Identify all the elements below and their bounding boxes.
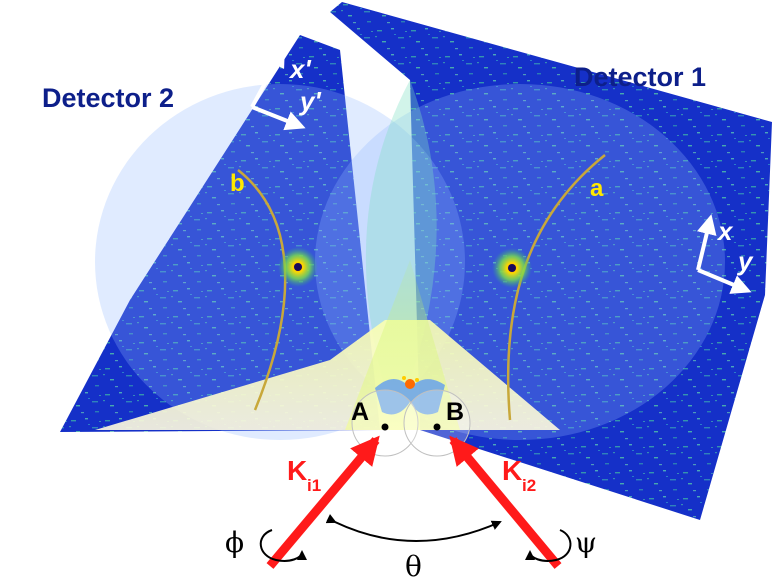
sample-butterfly	[375, 376, 445, 415]
beam-ki1-subscript: i1	[307, 476, 321, 495]
axes-detector-1	[696, 214, 752, 294]
beam-ki2-subscript: i2	[522, 476, 536, 495]
theta-arc-arrow	[325, 514, 502, 542]
detector-2-label: Detector 2	[42, 83, 174, 113]
point-a-label: A	[351, 398, 369, 426]
beam-ki1	[266, 435, 380, 569]
point-a-dot	[381, 423, 389, 431]
axis-y-label: y	[736, 246, 754, 276]
axis-x-label: x	[716, 216, 734, 246]
ring-a-label: a	[590, 175, 604, 202]
detector-2-plane	[60, 35, 380, 432]
axis-y-prime-label: y'	[298, 86, 321, 116]
beam-ki2-label: K	[502, 455, 522, 486]
point-b-dot	[433, 423, 441, 431]
ring-b-label: b	[230, 170, 245, 197]
axis-x-prime-label: x'	[288, 54, 311, 84]
psi-rotation-arrow	[525, 529, 572, 562]
psi-label: ψ	[575, 526, 597, 559]
point-b-label: B	[446, 398, 464, 426]
phi-label: ϕ	[225, 526, 244, 559]
diffraction-spot-right-center	[508, 264, 516, 272]
beam-ki1-label: K	[287, 455, 307, 486]
detector-1-label: Detector 1	[574, 62, 706, 92]
theta-label: θ	[405, 550, 422, 581]
diffraction-spot-left-center	[294, 263, 302, 271]
phi-rotation-arrow	[259, 529, 307, 562]
axes-detector-2	[250, 46, 306, 131]
beam-ki2	[449, 435, 562, 569]
